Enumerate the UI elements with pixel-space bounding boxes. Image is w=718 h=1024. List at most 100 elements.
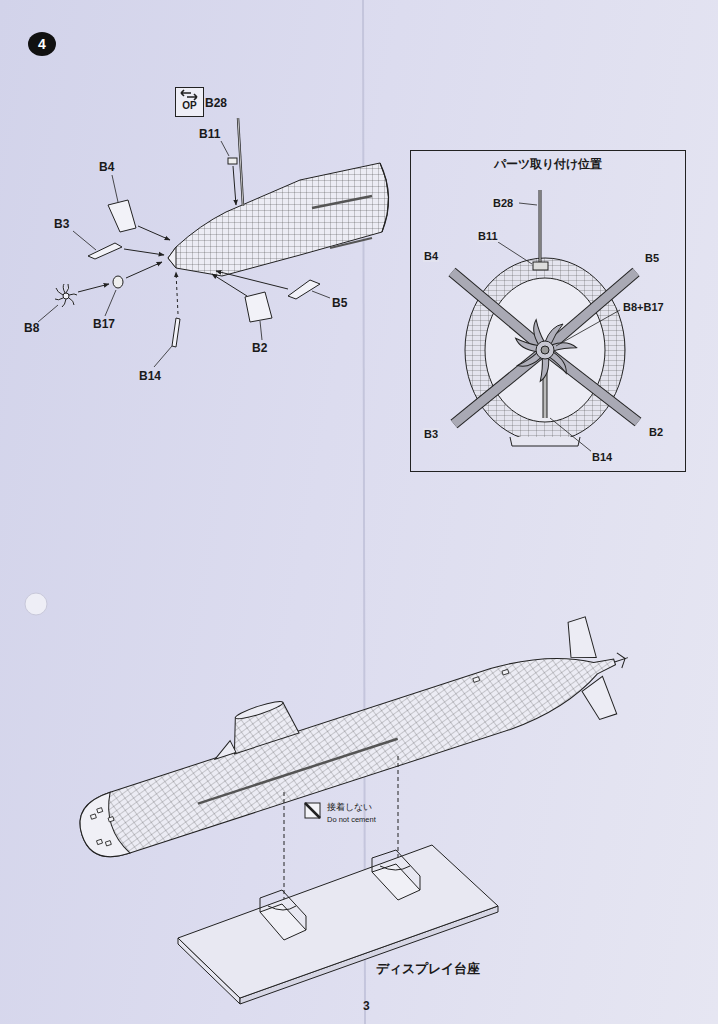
drawing-stroke: [55, 284, 77, 307]
part-callout: B2: [252, 342, 267, 355]
drawing-stroke: [372, 850, 420, 890]
drawing-stroke: [85, 667, 521, 848]
drawing-stroke: [238, 118, 243, 206]
drawing-stroke: [312, 291, 330, 298]
part-callout: B8: [24, 322, 39, 335]
drawing-stroke: [312, 196, 372, 208]
option-text: OP: [176, 101, 203, 111]
drawing-stroke: [498, 242, 532, 264]
drawing-stroke: [545, 350, 638, 422]
drawing-stroke: [380, 866, 410, 870]
drawing-stroke: [126, 262, 162, 278]
drawing-stroke: [550, 418, 592, 452]
drawing-stroke: [78, 284, 109, 292]
drawing-stroke: [228, 158, 237, 164]
drawing-stroke: [288, 280, 320, 299]
drawing-stroke: [516, 320, 577, 382]
drawing-stroke: [398, 756, 399, 872]
drawing-stroke: [113, 276, 123, 288]
drawing-stroke: [284, 792, 285, 912]
drawing-stroke: [330, 238, 372, 248]
drawing-stroke: [178, 845, 498, 998]
drawing-stroke: [97, 839, 103, 844]
drawing-stroke: [372, 864, 420, 900]
drawing-stroke: [221, 141, 229, 156]
drawing-stroke: [305, 803, 320, 818]
drawing-stroke: [260, 321, 262, 340]
part-callout: B4: [99, 161, 114, 174]
drawing-stroke: [124, 249, 164, 255]
drawing-stroke: [498, 203, 620, 452]
submarine: [61, 593, 643, 883]
drawing-stroke: [536, 341, 554, 359]
drawing-stroke: [38, 141, 330, 367]
drawing-stroke: [168, 247, 176, 268]
drawing-stroke: [380, 163, 389, 232]
drawing-stroke: [510, 437, 580, 446]
note-text: Do not cement: [327, 816, 376, 824]
cross-section: [452, 190, 638, 452]
drawing-stroke: [108, 817, 114, 822]
drawing-stroke: [176, 272, 178, 314]
option-arrows-icon: [178, 89, 200, 101]
part-callout: B3: [423, 428, 439, 440]
part-callout: B11: [199, 128, 220, 141]
drawing-stroke: [138, 226, 170, 240]
no-glue-icon: [305, 803, 320, 818]
drawing-stroke: [97, 808, 103, 813]
drawing-stroke: [473, 677, 480, 683]
drawing-stroke: [63, 293, 69, 299]
stand-caption: ディスプレイ台座: [376, 962, 480, 976]
drawing-stroke: [305, 803, 320, 818]
drawing-stroke: [556, 310, 620, 346]
part-callout: B14: [591, 451, 613, 463]
drawing-stroke: [238, 118, 243, 206]
part-callout: B17: [93, 318, 115, 331]
drawing-stroke: [612, 650, 630, 670]
drawing-stroke: [502, 669, 509, 675]
drawing-stroke: [72, 632, 624, 866]
drawing-stroke: [154, 346, 172, 367]
drawing-stroke: [519, 203, 537, 205]
drawing-stroke: [105, 290, 116, 316]
drawing-stroke: [108, 200, 136, 232]
drawing-stroke: [198, 739, 398, 804]
stern-section: [38, 118, 389, 367]
page-number: 3: [363, 1000, 370, 1013]
part-callout: B8+B17: [622, 301, 665, 313]
drawing-stroke: [533, 262, 548, 270]
part-callout: B28: [205, 97, 227, 110]
drawing-stroke: [539, 190, 542, 262]
drawing-stroke: [485, 278, 605, 422]
drawing-stroke: [73, 231, 96, 250]
drawing-stroke: [72, 792, 130, 865]
panel-title: パーツ取り付け位置: [411, 156, 685, 173]
drawing-stroke: [540, 190, 541, 262]
drawing-stroke: [55, 284, 77, 307]
drawing-stroke: [25, 593, 47, 615]
step-number-text: 4: [28, 32, 56, 56]
part-callout: B4: [423, 250, 439, 262]
drawing-stroke: [545, 350, 638, 422]
part-callout: B5: [332, 297, 347, 310]
drawing-stroke: [452, 272, 545, 350]
part-callout: B11: [477, 230, 499, 242]
drawing-stroke: [452, 272, 638, 424]
drawing-stroke: [233, 166, 236, 205]
drawing-stroke: [181, 90, 197, 100]
option-part-icon: OP: [175, 87, 204, 117]
drawing-stroke: [465, 258, 625, 442]
drawing-stroke: [560, 617, 598, 665]
drawing-stroke: [268, 906, 296, 910]
drawing-stroke: [112, 175, 118, 202]
drawing-stroke: [105, 841, 111, 846]
drawing-stroke: [234, 699, 284, 722]
drawing-stroke: [211, 740, 236, 759]
part-callout: B5: [644, 252, 660, 264]
part-callout: B2: [648, 426, 664, 438]
drawing-stroke: [260, 890, 306, 930]
part-callout: B14: [139, 370, 161, 383]
drawing-stroke: [168, 163, 389, 276]
